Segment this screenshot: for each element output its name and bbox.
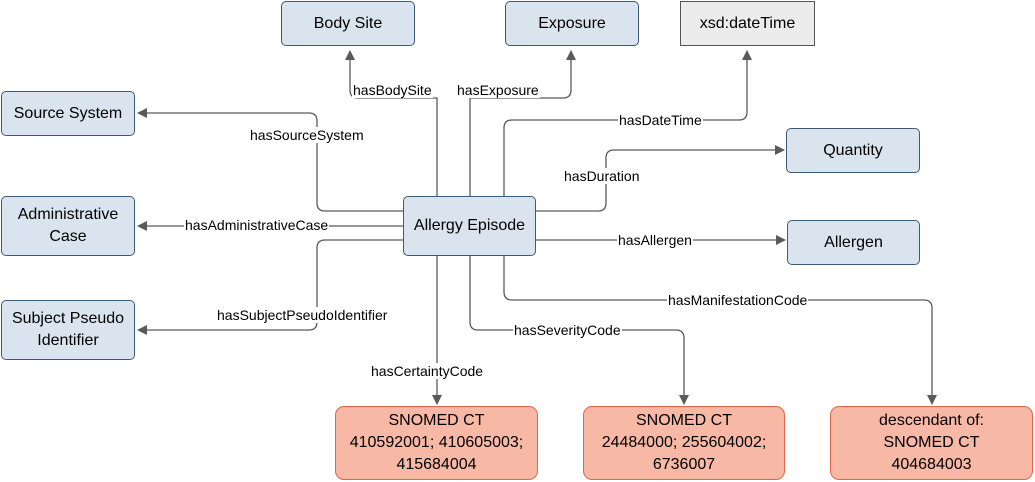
label-has-allergen: hasAllergen [617, 232, 693, 248]
node-source-system[interactable]: Source System [1, 91, 135, 136]
label-has-body-site: hasBodySite [352, 82, 433, 98]
node-severity-codes[interactable]: SNOMED CT 24484000; 255604002; 6736007 [583, 406, 785, 480]
node-xsd-datetime[interactable]: xsd:dateTime [680, 1, 815, 46]
label-has-subject-pseudo-identifier: hasSubjectPseudoIdentifier [216, 307, 389, 323]
node-manifestation-codes[interactable]: descendant of: SNOMED CT 404684003 [830, 406, 1033, 480]
node-quantity[interactable]: Quantity [786, 128, 920, 173]
edge-has-body-site [345, 50, 438, 196]
node-exposure[interactable]: Exposure [505, 1, 639, 46]
label-has-manifestation-code: hasManifestationCode [667, 292, 809, 308]
label-has-date-time: hasDateTime [618, 112, 703, 128]
node-subject-pseudo-identifier[interactable]: Subject Pseudo Identifier [1, 300, 135, 360]
edge-has-exposure [469, 50, 576, 196]
node-allergy-episode[interactable]: Allergy Episode [403, 196, 536, 256]
label-has-duration: hasDuration [563, 168, 641, 184]
edge-has-source-system [137, 108, 403, 212]
node-allergen[interactable]: Allergen [787, 220, 920, 265]
node-administrative-case[interactable]: Administrative Case [1, 196, 135, 256]
label-has-exposure: hasExposure [456, 82, 540, 98]
edge-has-subject-pseudo-identifier [137, 239, 403, 335]
node-body-site[interactable]: Body Site [281, 1, 415, 46]
label-has-administrative-case: hasAdministrativeCase [184, 217, 330, 233]
label-has-severity-code: hasSeverityCode [513, 322, 622, 338]
node-certainty-codes[interactable]: SNOMED CT 410592001; 410605003; 41568400… [335, 406, 538, 480]
label-has-certainty-code: hasCertaintyCode [370, 363, 485, 379]
label-has-source-system: hasSourceSystem [249, 127, 365, 143]
